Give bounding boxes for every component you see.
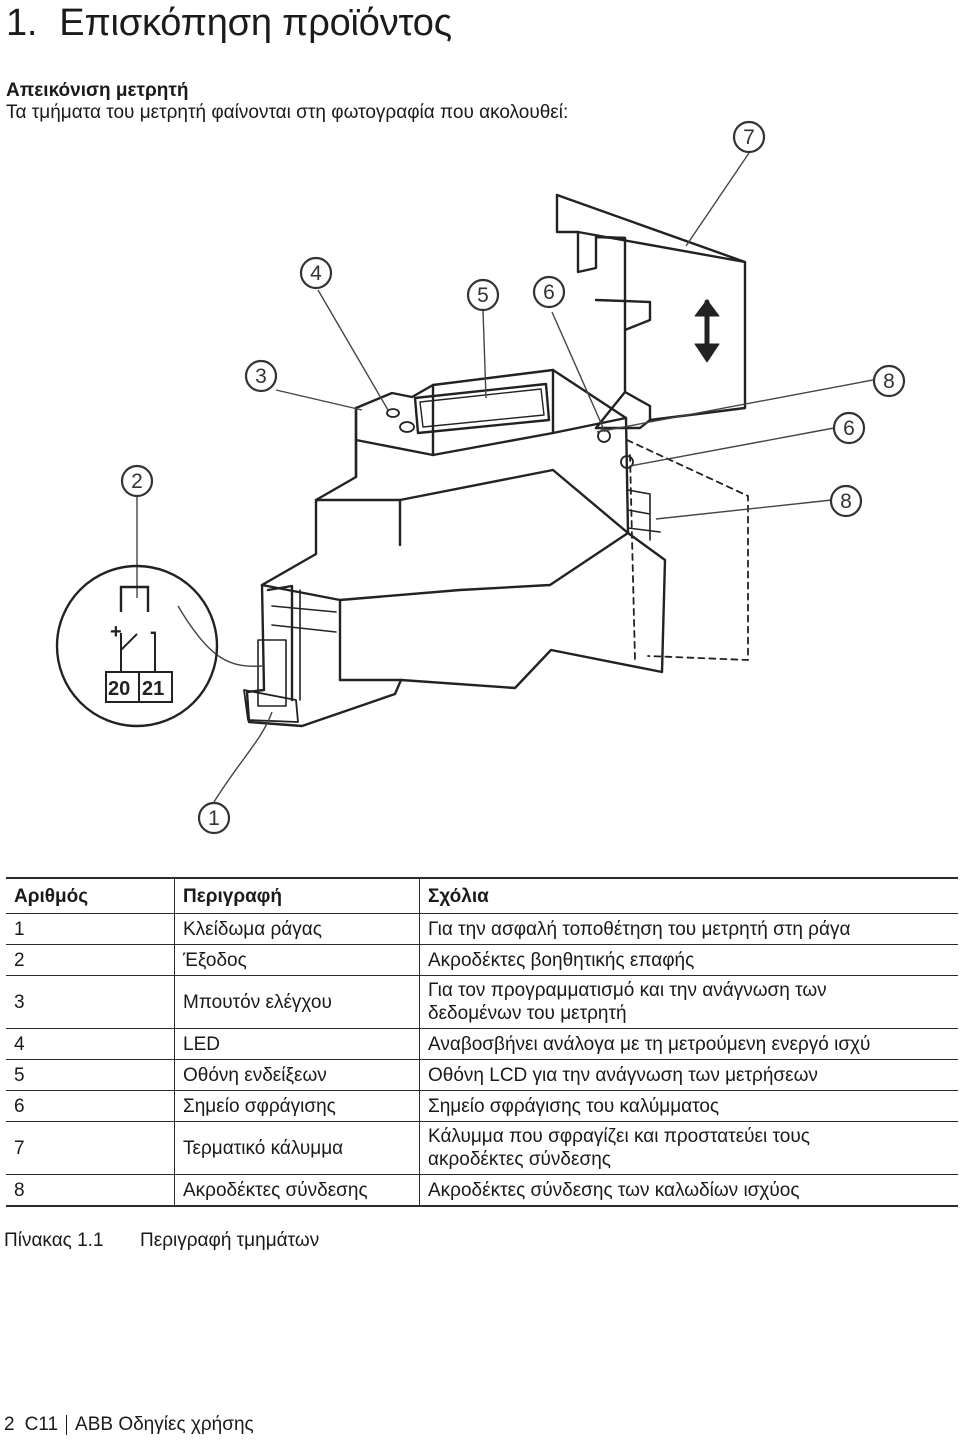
row-description: Ακροδέκτες σύνδεσης [174,1174,420,1207]
row-description: Σημείο σφράγισης [174,1090,420,1122]
row-description: Έξοδος [174,944,420,976]
row-number: 5 [6,1059,175,1091]
terminal-21-label: 21 [142,678,164,700]
row-comment: Οθόνη LCD για την ανάγνωση των μετρήσεων [419,1059,958,1091]
row-comment: Κάλυμμα που σφραγίζει και προστατεύει το… [419,1121,958,1175]
row-comment: Ακροδέκτες βοηθητικής επαφής [419,944,958,976]
callout-circle [832,411,866,445]
table-header-row: Αριθμός Περιγραφή Σχόλια [6,877,958,914]
terminal-20-label: 20 [108,678,130,700]
table-row: 3 Μπουτόν ελέγχου Για τον προγραμματισμό… [6,975,958,1029]
row-number: 4 [6,1028,175,1060]
row-comment: Ακροδέκτες σύνδεσης των καλωδίων ισχύος [419,1174,958,1207]
model-name: C11 [25,1415,68,1435]
callout-number: 7 [743,126,755,149]
callout-circle [732,120,766,154]
column-header-comments: Σχόλια [419,877,958,914]
table-row: 4 LED Αναβοσβήνει ανάλογα με τη μετρούμε… [6,1028,958,1060]
row-number: 2 [6,944,175,976]
table-caption: Πίνακας 1.1 Περιγραφή τμημάτων [4,1230,319,1252]
row-number: 8 [6,1174,175,1207]
heading-text: Επισκόπηση προϊόντος [59,2,452,44]
page-title: 1. Επισκόπηση προϊόντος [6,2,452,45]
heading-number: 1. [6,2,38,44]
callout-number: 6 [843,417,855,440]
callout-number: 2 [131,470,143,493]
row-comment: Αναβοσβήνει ανάλογα με τη μετρούμενη ενε… [419,1028,958,1060]
row-description: Μπουτόν ελέγχου [174,975,420,1029]
row-number: 6 [6,1090,175,1122]
page-number: 2 [4,1414,15,1435]
callout-number: 6 [543,281,555,304]
callout-circle [532,275,566,309]
callout-number: 5 [477,284,489,307]
row-description: LED [174,1028,420,1060]
row-comment: Για την ασφαλή τοποθέτηση του μετρητή στ… [419,913,958,945]
table-row: 5 Οθόνη ενδείξεων Οθόνη LCD για την ανάγ… [6,1059,958,1091]
callout-group: 1 2 3 4 5 6 6 7 8 8 [120,120,906,835]
callout-circle [872,364,906,398]
callout-number: 3 [255,365,267,388]
callout-circle [299,256,333,290]
row-description: Κλείδωμα ράγας [174,913,420,945]
row-comment: Για τον προγραμματισμό και την ανάγνωση … [419,975,958,1029]
callout-number: 4 [310,262,322,285]
parts-table: Αριθμός Περιγραφή Σχόλια 1 Κλείδωμα ράγα… [6,877,958,1207]
row-number: 3 [6,975,175,1029]
callout-circle [120,464,154,498]
table-row: 2 Έξοδος Ακροδέκτες βοηθητικής επαφής [6,944,958,976]
callout-circle [197,801,231,835]
document-title: ABB Οδηγίες χρήσης [75,1414,254,1435]
callout-circle [829,484,863,518]
table-row: 6 Σημείο σφράγισης Σημείο σφράγισης του … [6,1090,958,1122]
section-intro: Τα τμήματα του μετρητή φαίνονται στη φωτ… [6,102,569,123]
row-number: 7 [6,1121,175,1175]
table-row: 7 Τερματικό κάλυμμα Κάλυμμα που σφραγίζε… [6,1121,958,1175]
callout-number: 1 [208,807,220,830]
caption-text: Περιγραφή τμημάτων [140,1230,320,1251]
row-comment: Σημείο σφράγισης του καλύμματος [419,1090,958,1122]
callout-circle [244,359,278,393]
section-title: Απεικόνιση μετρητή [6,80,189,101]
plus-sign: + [110,621,122,643]
minus-sign: - [150,621,157,643]
row-description: Τερματικό κάλυμμα [174,1121,420,1175]
column-header-number: Αριθμός [6,877,175,914]
page-footer: 2 C11 ABB Οδηγίες χρήσης [4,1414,254,1436]
callout-circle [466,278,500,312]
caption-label: Πίνακας 1.1 [4,1230,104,1251]
table-row: 1 Κλείδωμα ράγας Για την ασφαλή τοποθέτη… [6,913,958,945]
column-header-description: Περιγραφή [174,877,420,914]
callout-number: 8 [840,490,852,513]
row-number: 1 [6,913,175,945]
table-row: 8 Ακροδέκτες σύνδεσης Ακροδέκτες σύνδεση… [6,1174,958,1207]
callout-number: 8 [883,370,895,393]
row-description: Οθόνη ενδείξεων [174,1059,420,1091]
